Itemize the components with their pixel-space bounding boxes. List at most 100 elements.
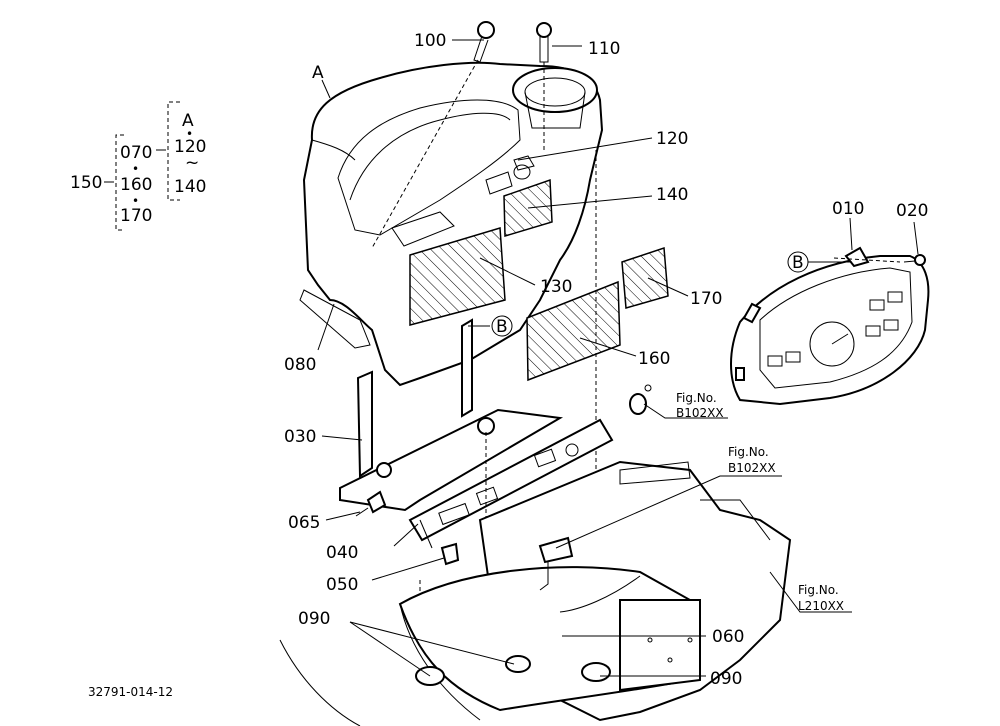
callout-B2: B [792,253,804,273]
callout-060: 060 [712,627,744,647]
leader-090a [349,621,431,677]
callout-030: 030 [284,427,316,447]
callout-090b: 090 [710,669,742,689]
callout-B1: B [496,317,508,337]
legend-item-170: 170 [120,206,152,226]
grommet-090 [505,655,531,673]
plate-hole [647,637,653,643]
meter-lamp [883,319,899,331]
label-panel-130 [409,227,506,326]
figure-id: 32791-014-12 [88,685,173,699]
dashboard-housing [299,21,669,670]
label-panel-170 [621,246,669,309]
switch-wire [539,562,549,591]
callout-090a: 090 [298,609,330,629]
meter-housing [730,255,930,406]
leader-fig2 [555,475,782,549]
callout-050: 050 [326,575,358,595]
legend-dot: • [132,162,139,176]
legend-main-label: 150 [70,173,102,193]
screw-110-shank [539,36,549,63]
legend-range-start: 120 [174,137,206,157]
housing-switch-slot [485,171,513,195]
dashboard-window [337,99,521,236]
grommet-dot [644,384,652,392]
bolt-050 [440,542,460,566]
fig-ref-1-label: Fig.No. [676,391,717,405]
callout-160: 160 [638,349,670,369]
left-fender [279,639,361,726]
callout-A: A [312,63,324,83]
meter-lamp [785,351,801,363]
plate-slot [533,448,557,468]
leader-065 [325,511,361,521]
callout-B2-circle [787,251,809,273]
grommet-fig-b102 [629,393,647,415]
legend-bracket [115,134,124,231]
label-panel-160 [526,280,621,382]
fig-ref-2-label: Fig.No. [728,445,769,459]
legend-item-160: 160 [120,175,152,195]
meter-connector [735,367,745,381]
key-switch [513,164,531,180]
fig-ref-2-code: B102XX [728,461,776,475]
cup-holder-rim [512,67,598,113]
legend-dot: • [132,194,139,208]
screw-100-leader [371,59,479,249]
legend-range-end: 140 [174,177,206,197]
leader-140 [527,195,653,209]
legend-dot: • [186,127,193,141]
bracket-leg-right [461,318,473,418]
leader-080 [317,303,335,351]
leader-090a-2 [349,621,515,665]
callout-B1-circle [491,315,513,337]
leader-170 [647,277,689,297]
callout-140: 140 [656,185,688,205]
dashboard-shell [302,61,604,387]
bracket-plate [408,418,614,542]
callout-110: 110 [588,39,620,59]
leader-A [321,79,331,99]
callout-080: 080 [284,355,316,375]
plate-hole [687,637,693,643]
callouts: 100 110 A 120 140 130 170 160 080 030 06… [88,31,928,699]
leader-120 [517,137,653,161]
cover-seam [559,575,641,613]
legend: 150 070 • 160 • 170 A • 120 ~ 140 [70,101,206,231]
callout-065: 065 [288,513,320,533]
callout-100: 100 [414,31,446,51]
meter-lamp [869,299,885,311]
fig-ref-3-code: L210XX [798,599,844,613]
plate-slot [475,486,499,506]
cover-ref-line [700,499,771,541]
bracket-crossmember [339,408,564,512]
wire [419,519,433,549]
legend-item-070: 070 [120,143,152,163]
part-065-tail [355,507,369,517]
bracket-frame [339,318,614,640]
cup-holder-wall [524,91,586,129]
callout-010: 010 [832,199,864,219]
callout-120: 120 [656,129,688,149]
leader-020 [913,221,919,255]
dashboard-window-inner [349,112,511,201]
fig-ref-3-label: Fig.No. [798,583,839,597]
plate-hole [667,657,673,663]
dashboard-edge [311,139,356,161]
meter-lamp [865,325,881,337]
meter-lamp [887,291,903,303]
bracket-knob [376,462,392,478]
bracket-knob [477,417,495,435]
leader-130 [479,257,536,286]
screw-110-head [536,22,552,38]
meter-panel [730,246,930,406]
leader-fig1 [643,403,728,419]
leader-050 [371,557,445,581]
leader-lines [317,39,919,677]
screw-020-shank [903,260,916,263]
leader-030 [321,435,363,441]
part-065-body [366,490,387,514]
key-switch-cap [513,155,535,171]
meter-gauge [809,321,855,367]
